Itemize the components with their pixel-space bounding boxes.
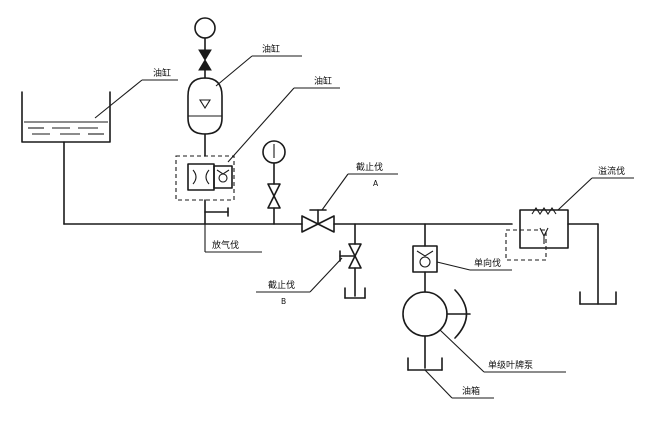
left-oil-tank xyxy=(21,91,111,143)
accumulator-top-valve xyxy=(198,49,212,79)
vent-valve-label-group: 放气伐 xyxy=(204,224,262,253)
vane-pump-label-group: 单级叶牌泵 xyxy=(439,329,566,373)
filter-check-unit xyxy=(175,155,235,225)
check-valve-label: 单向伐 xyxy=(474,257,501,269)
accumulator-label: 油缸 xyxy=(262,43,280,55)
vane-pump xyxy=(402,289,471,369)
main-pipeline xyxy=(63,141,513,225)
relief-valve-label: 溢流伐 xyxy=(598,165,625,177)
stop-valve-a-label: 截止伐 xyxy=(356,161,383,173)
relief-valve xyxy=(505,207,617,305)
check-valve xyxy=(412,223,438,293)
relief-valve-label-group: 溢流伐 xyxy=(557,165,634,211)
tank-label: 油缸 xyxy=(153,67,171,79)
check-valve-label-group: 单向伐 xyxy=(436,257,512,271)
accumulator-label-group: 油缸 xyxy=(215,43,302,87)
stop-valve-b-tag: B xyxy=(281,297,286,306)
filter-label: 油缸 xyxy=(314,75,332,87)
filter-label-group: 油缸 xyxy=(227,75,340,163)
stop-valve-a-tag: A xyxy=(373,179,379,188)
pressure-gauge-mid xyxy=(262,140,286,185)
accumulator xyxy=(187,77,223,157)
oil-tank-label: 油箱 xyxy=(462,385,480,397)
tank-label-group: 油缸 xyxy=(94,67,178,119)
gauge-isolation-valve xyxy=(267,183,281,225)
stop-valve-b xyxy=(339,223,366,299)
stop-valve-b-label: 截止伐 xyxy=(268,279,295,291)
vane-pump-label: 单级叶牌泵 xyxy=(488,359,533,371)
stop-valve-a-label-group: 截止伐 A xyxy=(321,161,398,211)
vent-valve-label: 放气伐 xyxy=(212,239,239,251)
oil-tank-label-group: 油箱 xyxy=(424,369,494,399)
pressure-gauge-top xyxy=(194,17,216,51)
vent-valve xyxy=(204,207,229,217)
stop-valve-a xyxy=(301,209,335,233)
stop-valve-b-label-group: 截止伐 B xyxy=(256,257,343,306)
